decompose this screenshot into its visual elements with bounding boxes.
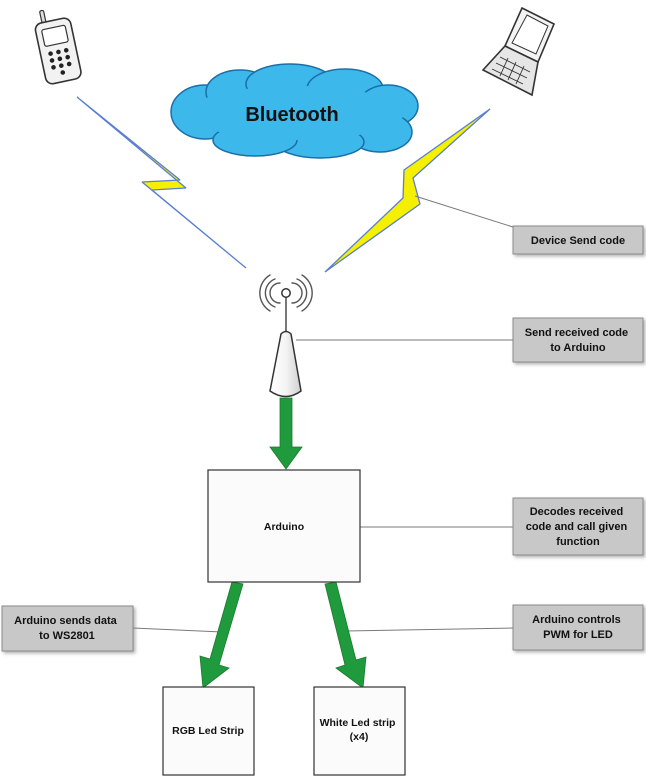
callout-sends-data-line2: to WS2801: [39, 630, 95, 642]
callout-send-received-line1: Send received code: [525, 327, 628, 339]
callout-decodes-line1: Decodes received: [530, 506, 624, 518]
svg-text:Send received code to Ar: Send received code to Arduino: [525, 327, 631, 354]
arduino-label: Arduino: [264, 521, 304, 533]
callout-sends-data-line1: Arduino sends data: [14, 615, 118, 627]
svg-text:Device Send code: Device Send code: [531, 235, 625, 247]
lightning-bolt-icon: [324, 108, 491, 273]
callout-controls-pwm: Arduino controls PWM for LED: [512, 604, 644, 651]
callout-device-send: Device Send code: [512, 225, 644, 255]
callout-decodes-line2: code and call given: [526, 521, 628, 533]
callout-sends-data: Arduino sends data to WS2801: [1, 605, 134, 652]
rgb-strip-label: RGB Led Strip: [172, 725, 244, 737]
callout-send-received-line2: to Arduino: [550, 342, 605, 354]
leader-lines: [132, 195, 514, 633]
callout-send-received: Send received code to Arduino: [512, 317, 644, 363]
svg-text:Arduino controls PWM for: Arduino controls PWM for LED: [532, 614, 624, 641]
svg-text:Arduino: Arduino: [264, 521, 304, 533]
cloud-label: Bluetooth: [245, 104, 338, 126]
mobile-phone-icon: [34, 9, 82, 85]
white-strip-label-line2: (x4): [350, 731, 369, 743]
rgb-led-strip-box: RGB Led Strip: [162, 686, 255, 776]
callout-controls-pwm-line1: Arduino controls: [532, 614, 621, 626]
white-strip-label-line1: White Led strip: [320, 717, 396, 729]
callout-decodes-line3: function: [556, 536, 600, 548]
arduino-box: Arduino: [207, 469, 361, 583]
svg-text:White Led strip (x4): White Led strip (x4): [320, 717, 399, 743]
white-led-strip-box: White Led strip (x4): [313, 686, 406, 776]
svg-text:RGB Led Strip: RGB Led Strip: [172, 725, 244, 737]
arrow-arduino-to-white: [324, 581, 367, 689]
callout-controls-pwm-line2: PWM for LED: [543, 629, 613, 641]
arrow-antenna-to-arduino: [269, 397, 303, 470]
svg-text:Arduino sends data to WS: Arduino sends data to WS2801: [14, 615, 120, 642]
svg-text:Decodes received code a: Decodes received code and call given fun…: [526, 506, 631, 548]
laptop-icon: [481, 6, 556, 97]
arrow-arduino-to-rgb: [199, 581, 244, 689]
data-flow-arrows: [199, 397, 367, 689]
bluetooth-cloud: Bluetooth: [170, 63, 419, 159]
lightning-bolt-icon: [76, 96, 247, 269]
bluetooth-antenna-icon: [259, 274, 313, 398]
callout-decodes: Decodes received code and call given fun…: [512, 497, 644, 556]
callout-device-send-line1: Device Send code: [531, 235, 625, 247]
